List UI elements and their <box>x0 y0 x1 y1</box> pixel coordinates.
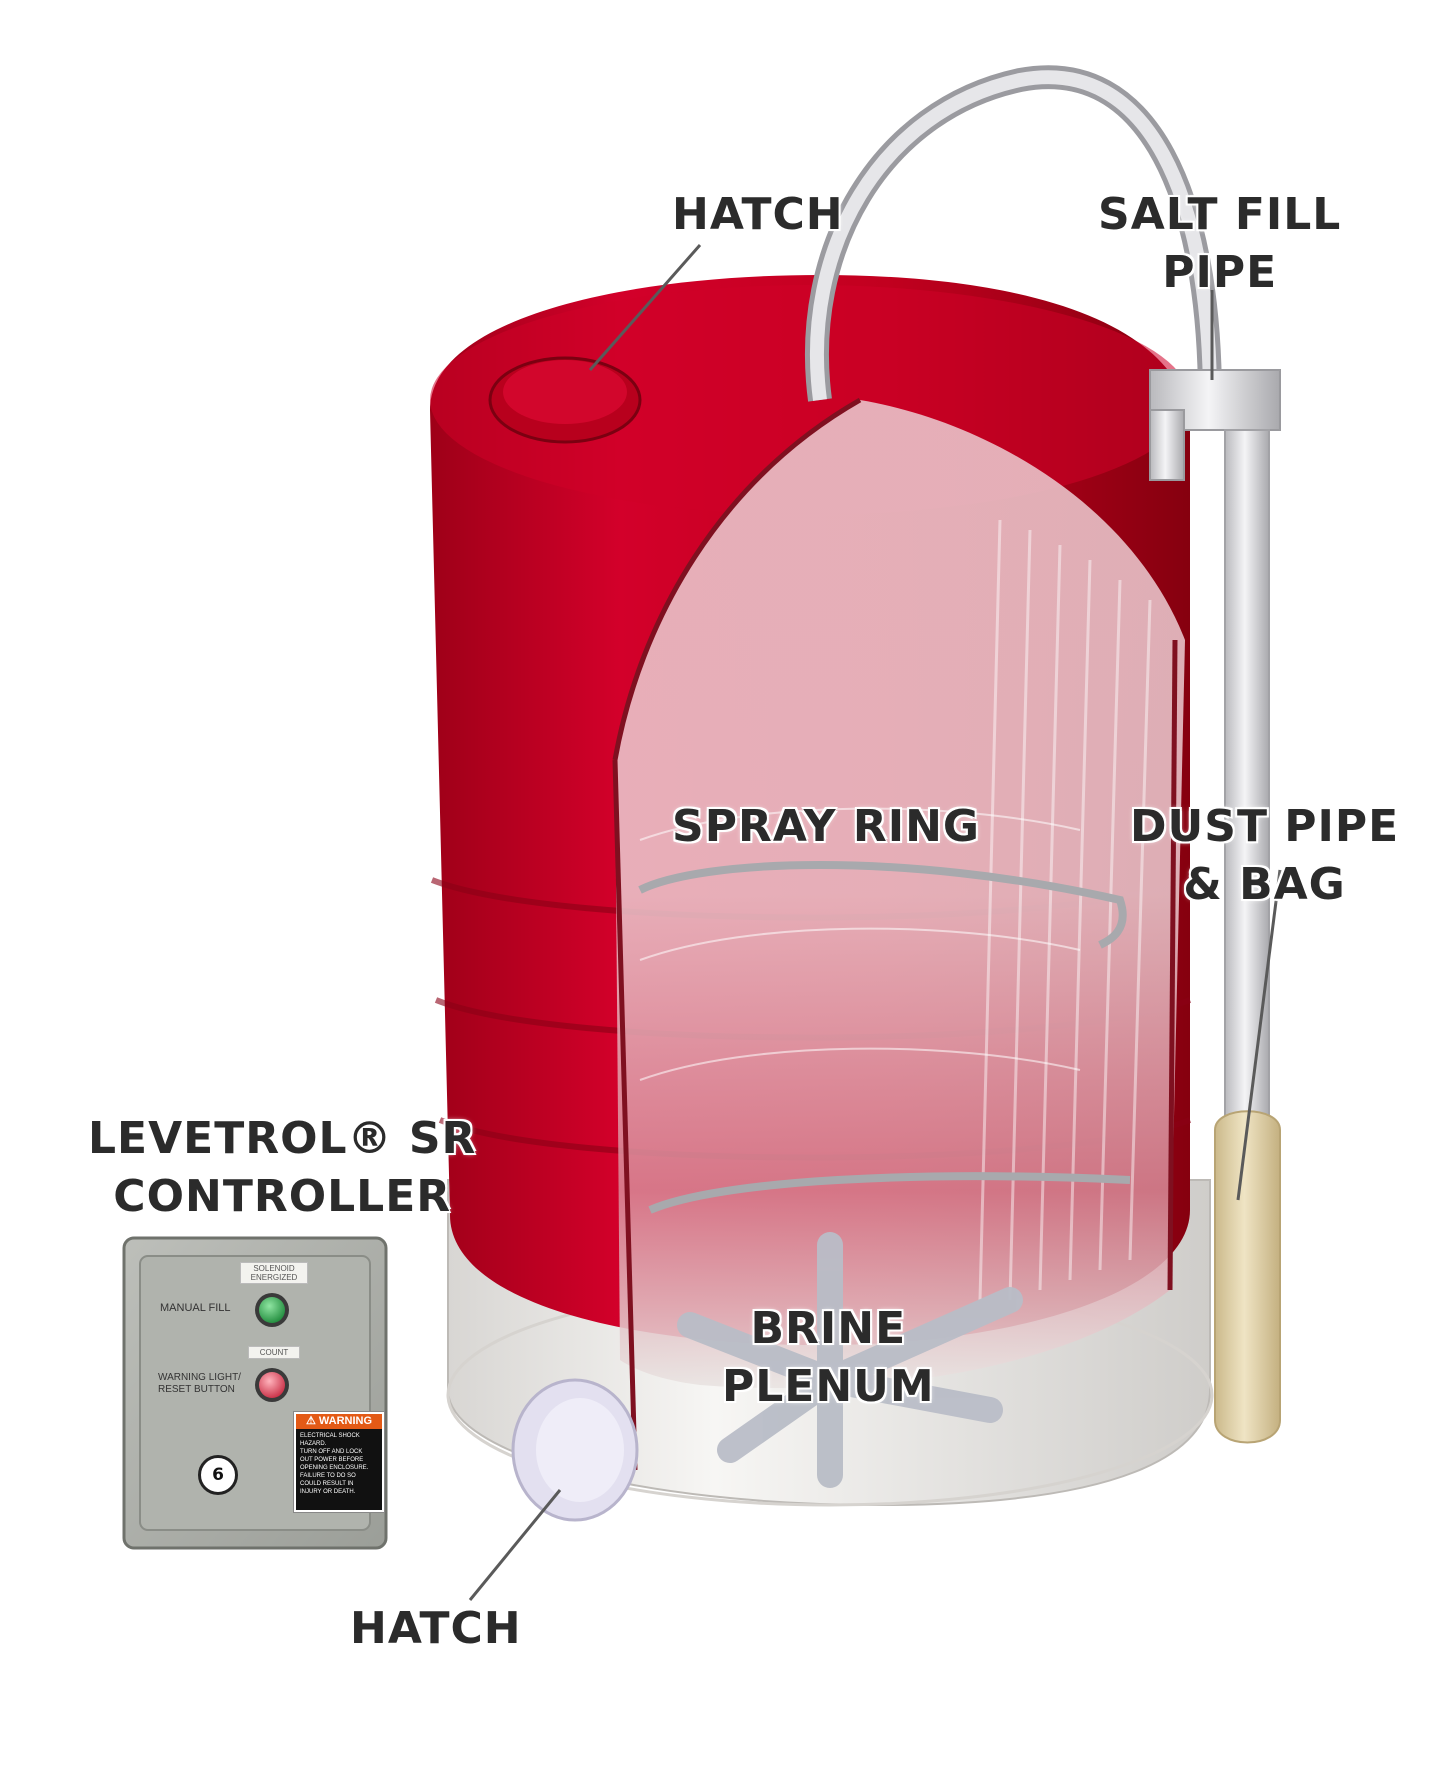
warning-sticker: ⚠ WARNING ELECTRICAL SHOCK HAZARD. TURN … <box>293 1411 385 1513</box>
number-badge: 6 <box>198 1455 238 1495</box>
label-dust-pipe-bag: DUST PIPE & BAG <box>1130 801 1400 910</box>
manual-fill-button[interactable] <box>259 1297 285 1323</box>
tank-cutaway <box>612 397 1185 1488</box>
label-salt-fill-pipe: SALT FILL PIPE <box>1098 189 1342 298</box>
reset-button[interactable] <box>259 1372 285 1398</box>
label-spray-ring: SPRAY RING <box>672 801 981 852</box>
count-indicator-label: COUNT <box>248 1346 300 1359</box>
warning-light-label: WARNING LIGHT/ RESET BUTTON <box>158 1372 241 1395</box>
label-controller: LEVETROL® SR CONTROLLER <box>88 1113 477 1222</box>
warning-sticker-text: ELECTRICAL SHOCK HAZARD. TURN OFF AND LO… <box>300 1433 369 1495</box>
label-hatch-bottom: HATCH <box>350 1603 522 1654</box>
warning-sticker-title: ⚠ WARNING <box>296 1414 382 1429</box>
label-hatch-top: HATCH <box>672 189 844 240</box>
leader-lines <box>468 244 1282 1601</box>
solenoid-indicator-label: SOLENOID ENERGIZED <box>240 1262 308 1284</box>
top-hatch <box>488 356 642 444</box>
manual-fill-label: MANUAL FILL <box>160 1302 231 1314</box>
label-brine-plenum: BRINE PLENUM <box>722 1303 935 1412</box>
salt-fill-pipe <box>804 65 1281 481</box>
side-hatch <box>511 1378 639 1522</box>
